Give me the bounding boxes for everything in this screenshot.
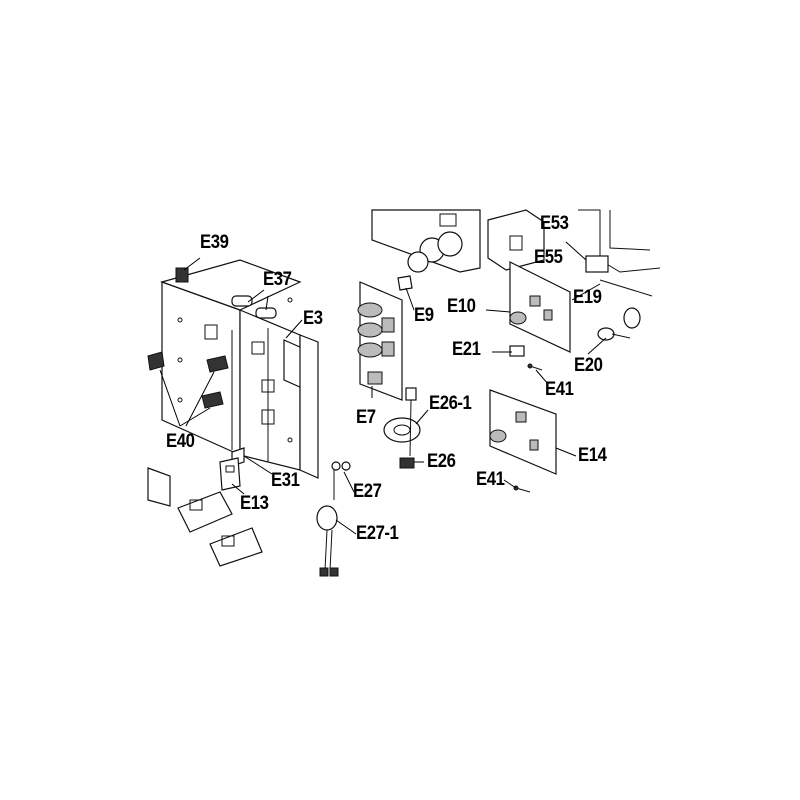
label-e27: E27 — [353, 481, 382, 502]
e27-sensor-harness — [316, 461, 351, 577]
label-e3: E3 — [303, 308, 323, 329]
label-e26: E26 — [427, 451, 456, 472]
label-e39: E39 — [200, 232, 229, 253]
e20-knob — [597, 327, 631, 341]
e41-screw-top — [527, 363, 543, 371]
terminal-blocks — [147, 467, 263, 567]
e7-filter-board — [357, 281, 403, 401]
label-e37: E37 — [263, 269, 292, 290]
top-center-board — [371, 209, 481, 273]
e40-connector-clips — [147, 351, 229, 409]
e10-control-board — [509, 261, 571, 353]
label-e9: E9 — [414, 305, 434, 326]
top-right-housing — [578, 209, 661, 273]
label-e14: E14 — [578, 445, 607, 466]
main-chassis-panel — [160, 259, 319, 479]
e21-switch — [509, 345, 525, 357]
label-e26-1: E26-1 — [429, 393, 472, 414]
e26-1-ferrite-ring — [383, 417, 421, 443]
label-e10: E10 — [447, 296, 476, 317]
label-e41-top: E41 — [545, 379, 574, 400]
transformer — [487, 209, 545, 271]
e37-ferrites — [231, 295, 277, 319]
label-e53: E53 — [540, 213, 569, 234]
label-e20: E20 — [574, 355, 603, 376]
e14-power-board — [489, 389, 557, 475]
e39-clip — [175, 267, 189, 283]
label-e31: E31 — [271, 470, 300, 491]
label-e7: E7 — [356, 407, 376, 428]
label-e13: E13 — [240, 493, 269, 514]
e13-relay-board — [219, 457, 241, 491]
e26-harness — [399, 387, 417, 469]
e41-screw-bottom — [513, 485, 531, 493]
label-e19: E19 — [573, 287, 602, 308]
label-e27-1: E27-1 — [356, 523, 399, 544]
label-e21: E21 — [452, 339, 481, 360]
label-e41-bottom: E41 — [476, 469, 505, 490]
e19-shaft — [599, 279, 653, 329]
label-e40: E40 — [166, 431, 195, 452]
leader-lines — [159, 241, 607, 535]
e9-connector — [397, 275, 413, 291]
label-e55: E55 — [534, 247, 563, 268]
